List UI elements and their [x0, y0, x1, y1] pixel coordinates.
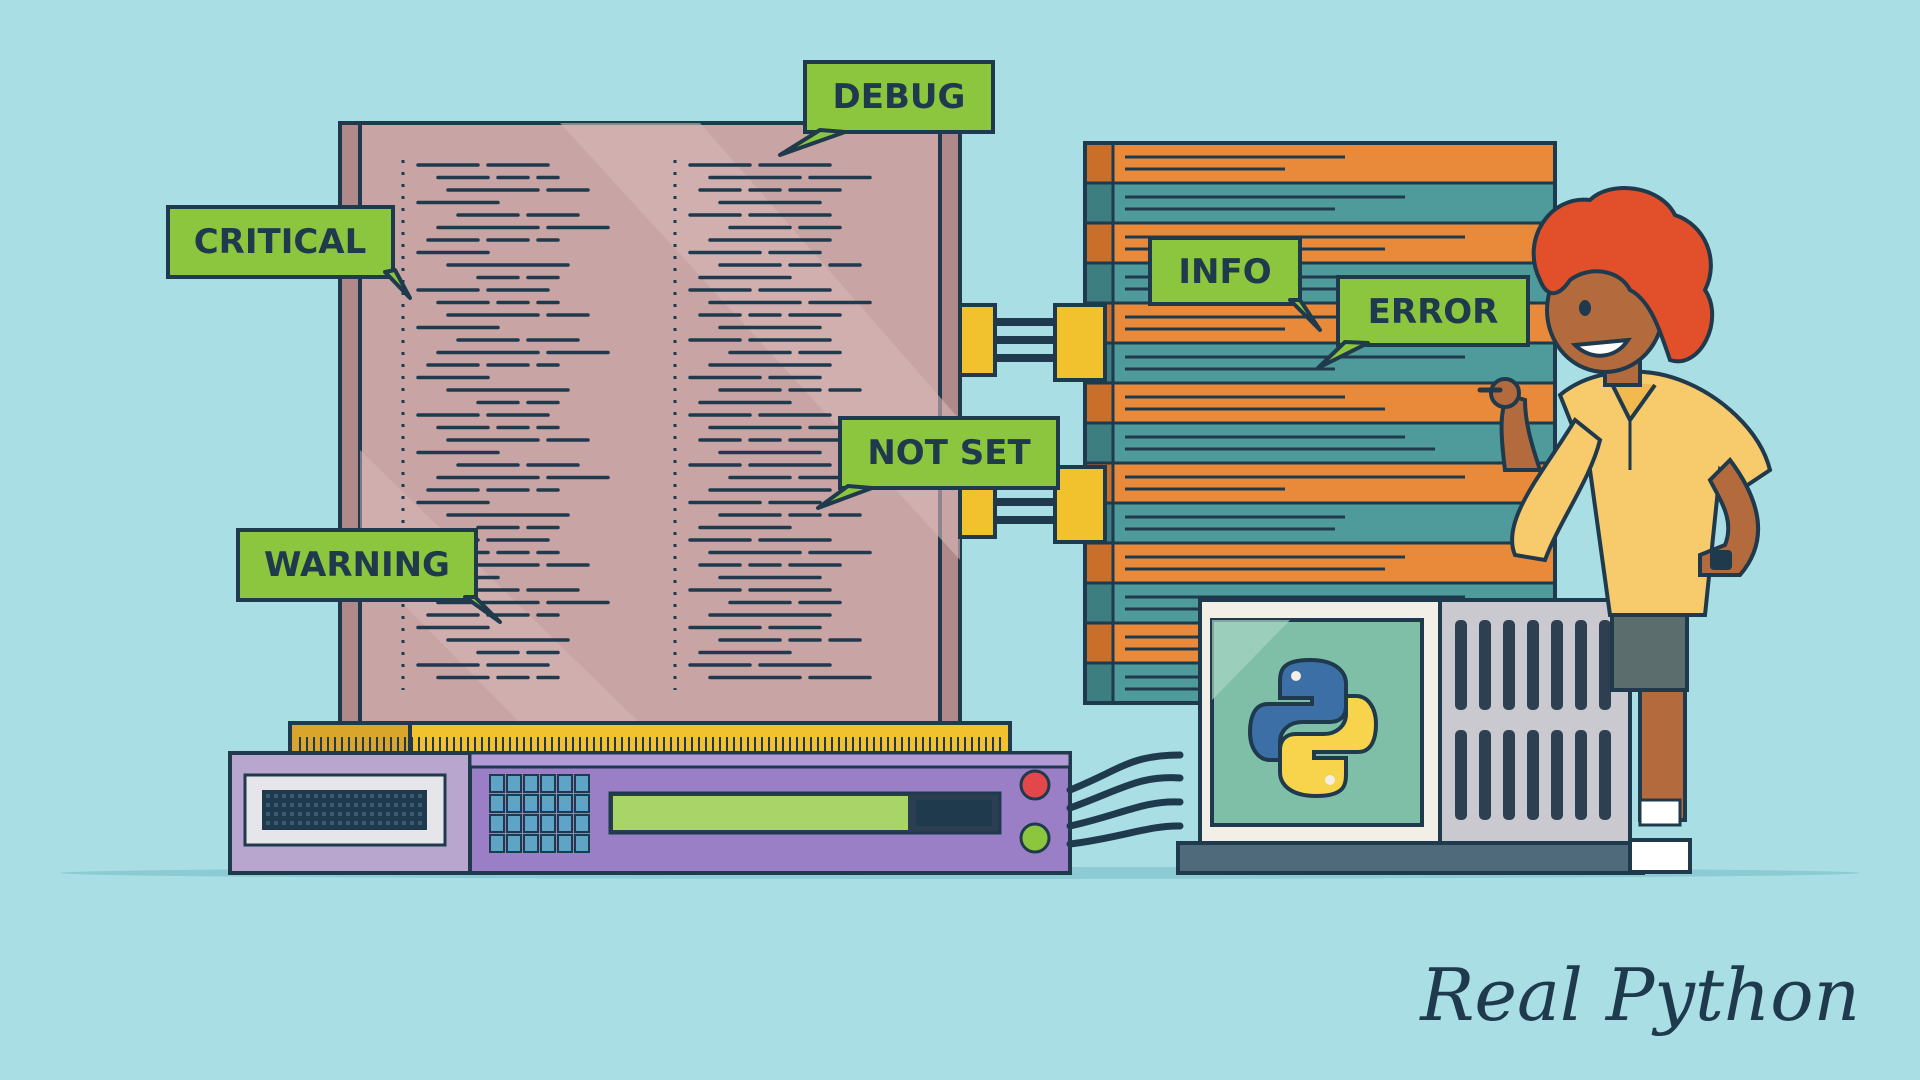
label-not-set-text: NOT SET	[867, 433, 1031, 473]
real-python-logo: Real Python	[1418, 953, 1860, 1037]
vent-grille	[1455, 620, 1611, 820]
label-critical-text: CRITICAL	[194, 222, 367, 262]
label-warning-text: WARNING	[264, 545, 450, 585]
developer-character	[1477, 186, 1773, 874]
rack-cables	[1066, 751, 1184, 848]
label-error-text: ERROR	[1368, 292, 1499, 332]
green-status-light	[1019, 822, 1051, 854]
label-warning: WARNING	[236, 528, 502, 624]
label-info: INFO	[1148, 236, 1322, 332]
red-status-light	[1019, 769, 1051, 801]
label-error: ERROR	[1316, 275, 1530, 370]
keypad-grid	[489, 774, 590, 853]
server-rack-icon	[228, 721, 1072, 875]
label-critical: CRITICAL	[166, 205, 412, 300]
python-logo-icon	[1247, 657, 1379, 799]
label-debug-text: DEBUG	[833, 77, 966, 117]
label-debug: DEBUG	[778, 60, 995, 157]
label-info-text: INFO	[1178, 252, 1271, 292]
label-not-set: NOT SET	[816, 416, 1060, 510]
log-lines-right	[688, 163, 872, 680]
log-lines-left	[416, 163, 610, 680]
python-computer	[1176, 598, 1645, 875]
